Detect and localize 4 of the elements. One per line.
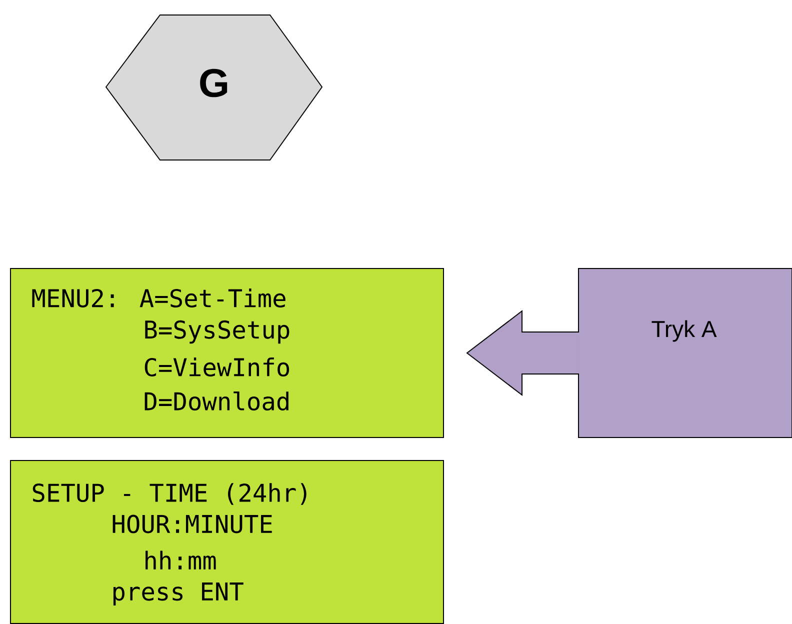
display-screen: MENU2: A=Set-Time B=SysSetup C=ViewInfo D=Download — [10, 268, 444, 438]
callout-box: Tryk A — [578, 268, 792, 438]
display-screen: SETUP - TIME (24hr) HOUR:MINUTE hh:mm press ENT — [10, 460, 444, 624]
block-arrow — [466, 310, 580, 396]
